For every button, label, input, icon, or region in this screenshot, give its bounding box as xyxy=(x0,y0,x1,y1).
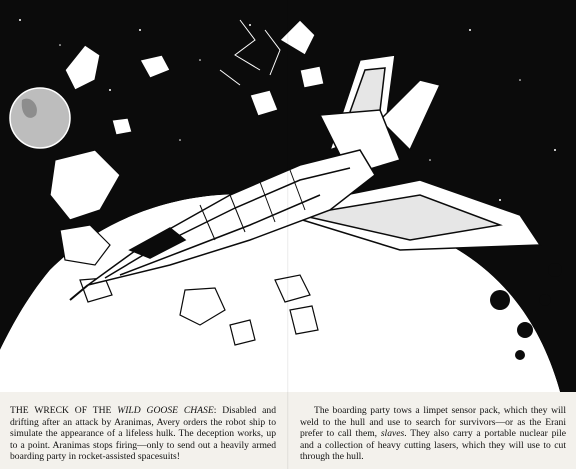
debris-left xyxy=(49,44,319,346)
caption-right-text: The boarding party tows a limpet sensor … xyxy=(300,405,566,463)
debris-cloud xyxy=(219,19,281,86)
caption-left-body: : Disabled and drifting after an attack … xyxy=(10,405,276,463)
caption-left-text: THE WRECK OF THE WILD GOOSE CHASE: Disab… xyxy=(10,405,276,463)
caption-right: The boarding party tows a limpet sensor … xyxy=(300,405,566,463)
spaceship xyxy=(69,54,542,301)
caption-left: THE WRECK OF THE WILD GOOSE CHASE: Disab… xyxy=(10,405,276,463)
caption-left-lead: THE WRECK OF THE xyxy=(10,405,118,416)
craters xyxy=(490,263,562,360)
ship-cockpit xyxy=(128,227,187,259)
caption-right-part2: . They also carry a portable nuclear pil… xyxy=(300,428,566,463)
page-gutter xyxy=(287,0,289,469)
caption-right-part1: The boarding party tows a limpet sensor … xyxy=(300,405,566,440)
caption-left-ship-name: WILD GOOSE CHASE xyxy=(117,405,214,416)
debris-right xyxy=(249,19,325,117)
illustration-space-wreck xyxy=(0,0,576,392)
ship-right-fin xyxy=(378,79,442,152)
caption-right-slaves: slaves xyxy=(380,428,405,440)
moon xyxy=(9,87,71,149)
